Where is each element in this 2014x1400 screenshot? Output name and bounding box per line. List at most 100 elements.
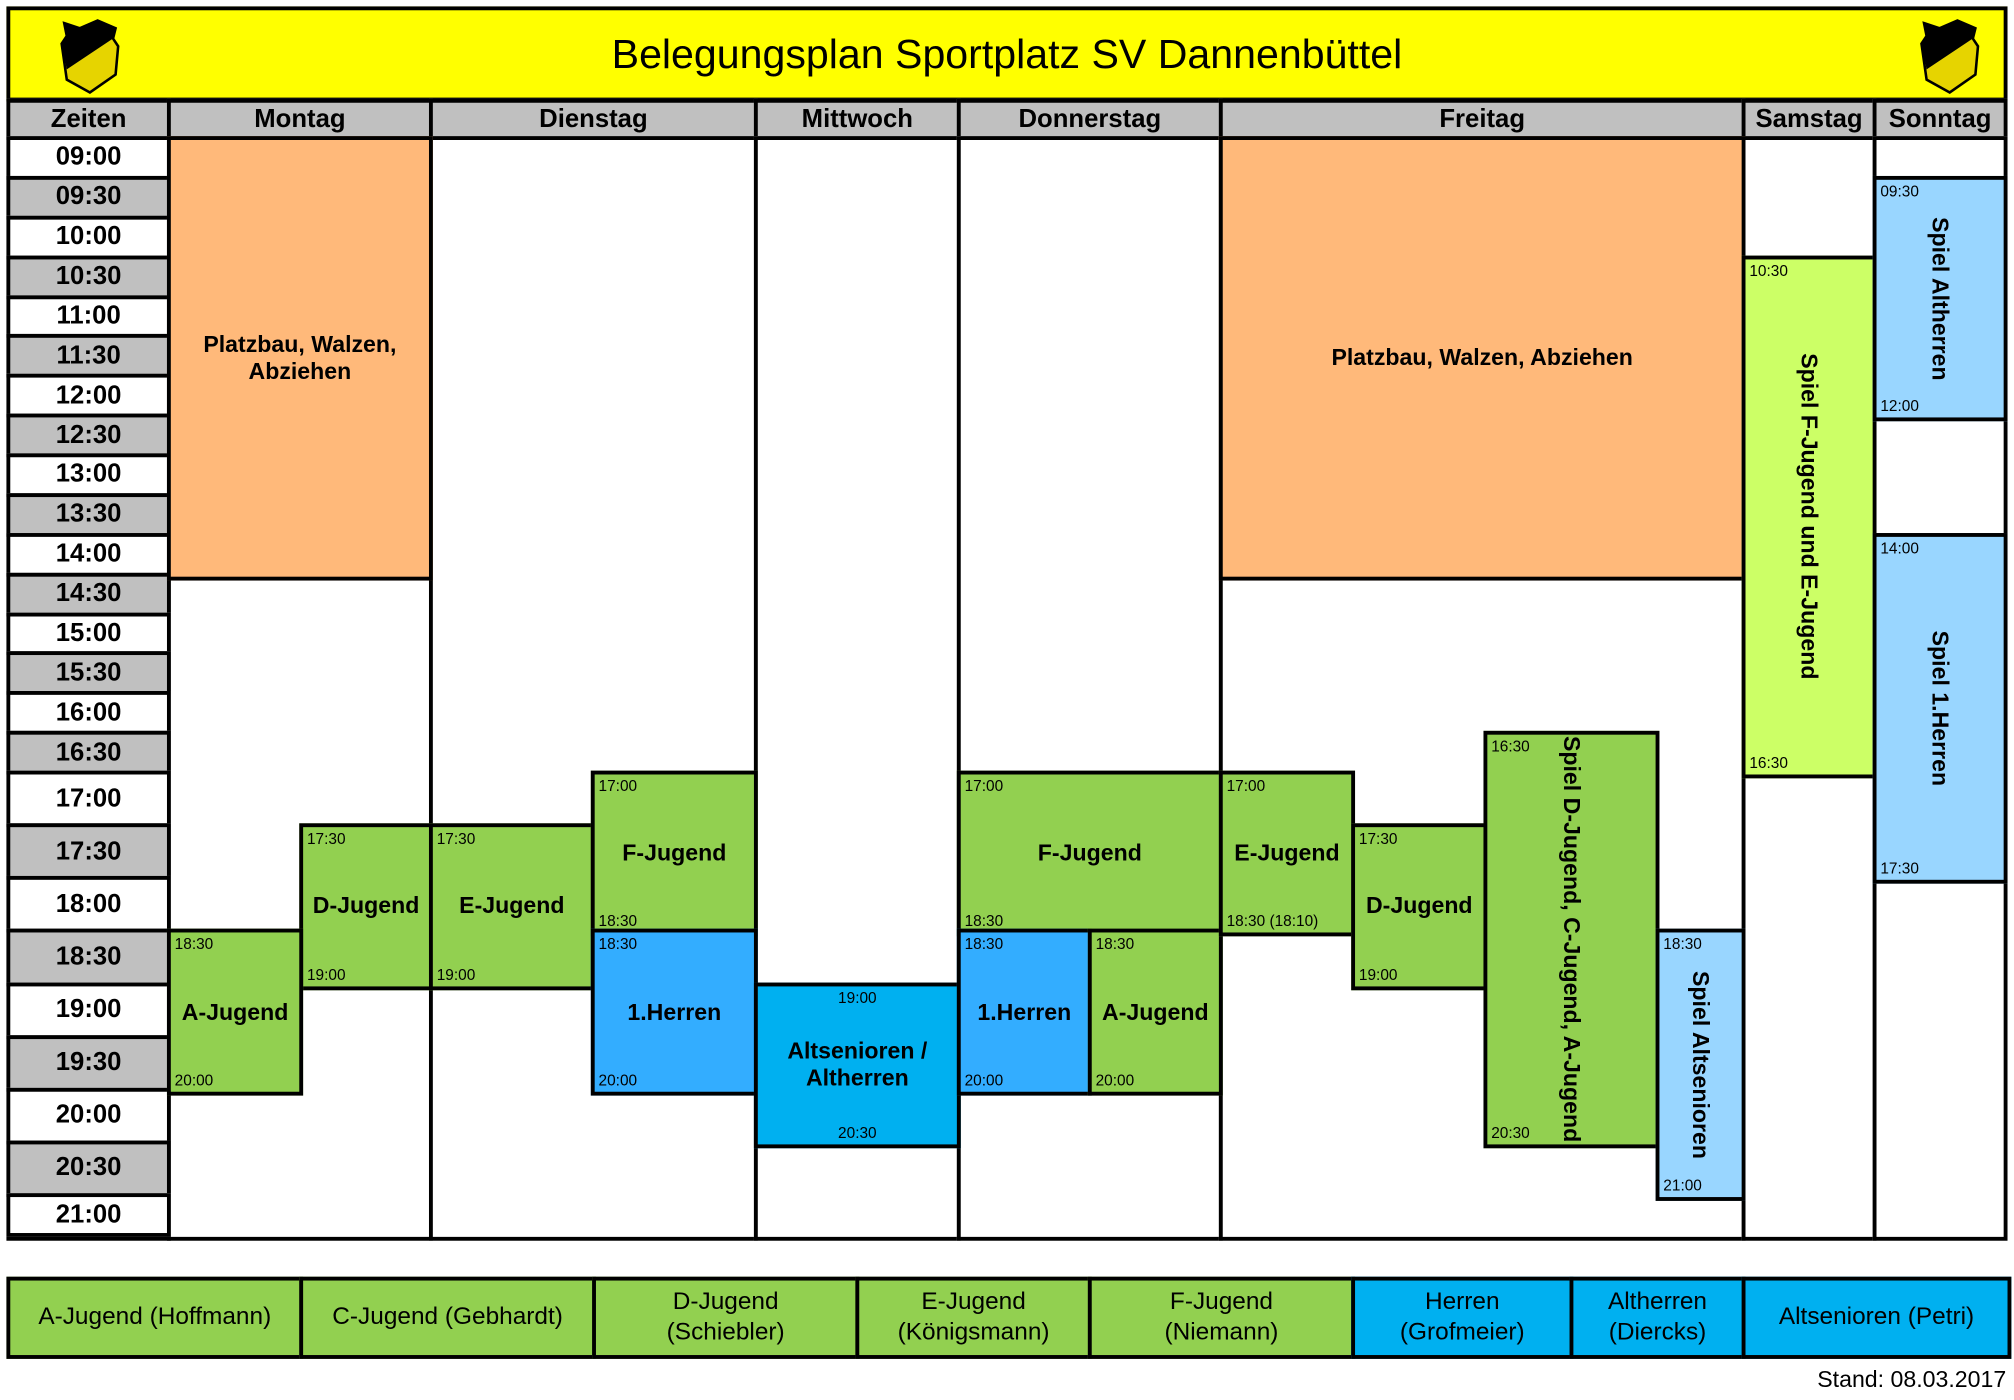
legend-label: Altherren (Diercks) — [1607, 1288, 1708, 1347]
booking-block[interactable]: D-Jugend 17:30 19:00 — [1351, 823, 1488, 990]
booking-block[interactable]: Platzbau, Walzen, Abziehen — [1218, 136, 1746, 581]
time-slot: 15:00 — [6, 612, 171, 656]
start-time-label: 17:00 — [1226, 777, 1266, 796]
time-slot: 16:00 — [6, 691, 171, 735]
column-header-sonntag: Sonntag — [1872, 98, 2008, 140]
booking-label: F-Jugend — [1037, 840, 1142, 866]
time-slot: 17:00 — [6, 770, 171, 828]
legend-item: Herren (Grofmeier) — [1351, 1276, 1574, 1359]
start-time-label: 18:30 — [1663, 935, 1702, 954]
booking-label: Platzbau, Walzen, Abziehen — [203, 331, 397, 384]
time-slot: 20:00 — [6, 1087, 171, 1145]
end-time-label: 19:00 — [1358, 965, 1398, 984]
end-time-label: 20:00 — [598, 1070, 638, 1089]
booking-block[interactable]: E-Jugend 17:00 18:30 (18:10) — [1218, 770, 1356, 937]
column-header-montag: Montag — [166, 98, 433, 140]
legend-item: A-Jugend (Hoffmann) — [6, 1276, 304, 1359]
booking-label: Spiel D-Jugend, C-Jugend, A-Jugend — [1558, 736, 1585, 1143]
time-slot: 19:00 — [6, 981, 171, 1039]
end-time-label: 21:00 — [1663, 1176, 1702, 1195]
time-slot: 21:00 — [6, 1193, 171, 1237]
title-bar: Belegungsplan Sportplatz SV Dannenbüttel — [6, 6, 2008, 102]
start-time-label: 17:00 — [598, 777, 638, 796]
column-header-dienstag: Dienstag — [428, 98, 758, 140]
booking-label: Spiel Altsenioren — [1687, 971, 1714, 1160]
booking-block[interactable]: Spiel D-Jugend, C-Jugend, A-Jugend 16:30 2… — [1483, 730, 1660, 1149]
legend-item: Altsenioren (Petri) — [1741, 1276, 2012, 1359]
start-time-label: 14:00 — [1880, 539, 1919, 558]
end-time-label: 18:30 — [598, 912, 638, 931]
start-time-label: 18:30 — [598, 935, 638, 954]
end-time-label: 20:00 — [174, 1070, 214, 1089]
booking-block[interactable]: 1.Herren 18:30 20:00 — [590, 929, 758, 1096]
booking-label: F-Jugend — [622, 840, 727, 866]
time-slot: 18:00 — [6, 876, 171, 933]
booking-label: Spiel Altherren — [1927, 216, 1953, 381]
booking-label: A-Jugend — [181, 998, 289, 1025]
booking-label: Spiel 1.Herren — [1927, 630, 1953, 787]
time-slot: 16:30 — [6, 730, 171, 775]
booking-block[interactable]: Spiel Altsenioren 18:30 21:00 — [1655, 929, 1746, 1201]
club-crest-logo — [60, 19, 120, 94]
end-time-label: 17:30 — [1880, 859, 1919, 878]
column-header-zeiten: Zeiten — [6, 98, 171, 140]
time-slot: 19:30 — [6, 1034, 171, 1092]
end-time-label: 20:00 — [964, 1070, 1004, 1089]
booking-label: D-Jugend — [312, 893, 420, 919]
legend-label: A-Jugend (Hoffmann) — [38, 1303, 272, 1331]
booking-label: E-Jugend — [1234, 840, 1340, 866]
booking-label: D-Jugend — [1365, 893, 1473, 919]
time-slot: 09:00 — [6, 136, 171, 180]
time-slot: 14:00 — [6, 532, 171, 577]
legend-item: C-Jugend (Gebhardt) — [299, 1276, 596, 1359]
time-slot: 10:30 — [6, 255, 171, 299]
booking-block[interactable]: Platzbau, Walzen, Abziehen — [166, 136, 433, 581]
column-header-freitag: Freitag — [1218, 98, 1746, 140]
time-column-bottom — [6, 1236, 171, 1241]
start-time-label: 18:30 — [174, 935, 214, 954]
column-header-samstag: Samstag — [1741, 98, 1877, 140]
booking-label: E-Jugend — [459, 893, 565, 919]
time-slot: 13:00 — [6, 453, 171, 497]
column-header-mittwoch: Mittwoch — [753, 98, 961, 140]
start-time-label: 16:30 — [1491, 737, 1530, 756]
legend-label: E-Jugend (Königsmann) — [897, 1288, 1050, 1347]
end-time-label: 19:00 — [436, 965, 476, 984]
booking-label: A-Jugend — [1102, 998, 1209, 1025]
booking-label: 1.Herren — [627, 998, 722, 1025]
time-slot: 10:00 — [6, 215, 171, 259]
booking-label: Platzbau, Walzen, Abziehen — [1331, 344, 1633, 371]
time-slot: 15:30 — [6, 651, 171, 696]
booking-block[interactable]: F-Jugend 17:00 18:30 — [590, 770, 758, 937]
end-time-label: 18:30 (18:10) — [1226, 912, 1319, 931]
time-slot: 12:00 — [6, 374, 171, 418]
start-time-label: 10:30 — [1749, 261, 1788, 280]
date-stamp: Stand: 08.03.2017 — [1817, 1366, 2007, 1393]
end-time-label: 12:00 — [1880, 397, 1919, 416]
start-time-label: 18:30 — [964, 935, 1004, 954]
time-slot: 17:30 — [6, 823, 171, 881]
end-time-label: 18:30 — [964, 912, 1004, 931]
end-time-label: 20:30 — [1491, 1123, 1530, 1142]
start-time-label: 09:30 — [1880, 182, 1919, 201]
start-time-label: 17:30 — [1358, 829, 1398, 848]
legend-item: Altherren (Diercks) — [1569, 1276, 1746, 1359]
booking-block[interactable]: Spiel Altherren 09:30 12:00 — [1872, 175, 2008, 422]
time-slot: 12:30 — [6, 413, 171, 458]
booking-block[interactable]: A-Jugend 18:30 20:00 — [166, 929, 304, 1096]
legend-label: D-Jugend (Schiebler) — [666, 1288, 785, 1347]
time-slot: 09:30 — [6, 175, 171, 220]
time-slot: 14:30 — [6, 572, 171, 616]
booking-label: Spiel F-Jugend und E-Jugend — [1796, 353, 1822, 680]
legend-label: F-Jugend (Niemann) — [1164, 1288, 1279, 1347]
booking-block[interactable]: Spiel 1.Herren 14:00 17:30 — [1872, 532, 2008, 884]
start-time-label: 18:30 — [1095, 935, 1135, 954]
page-title: Belegungsplan Sportplatz SV Dannenbüttel — [611, 30, 1403, 78]
